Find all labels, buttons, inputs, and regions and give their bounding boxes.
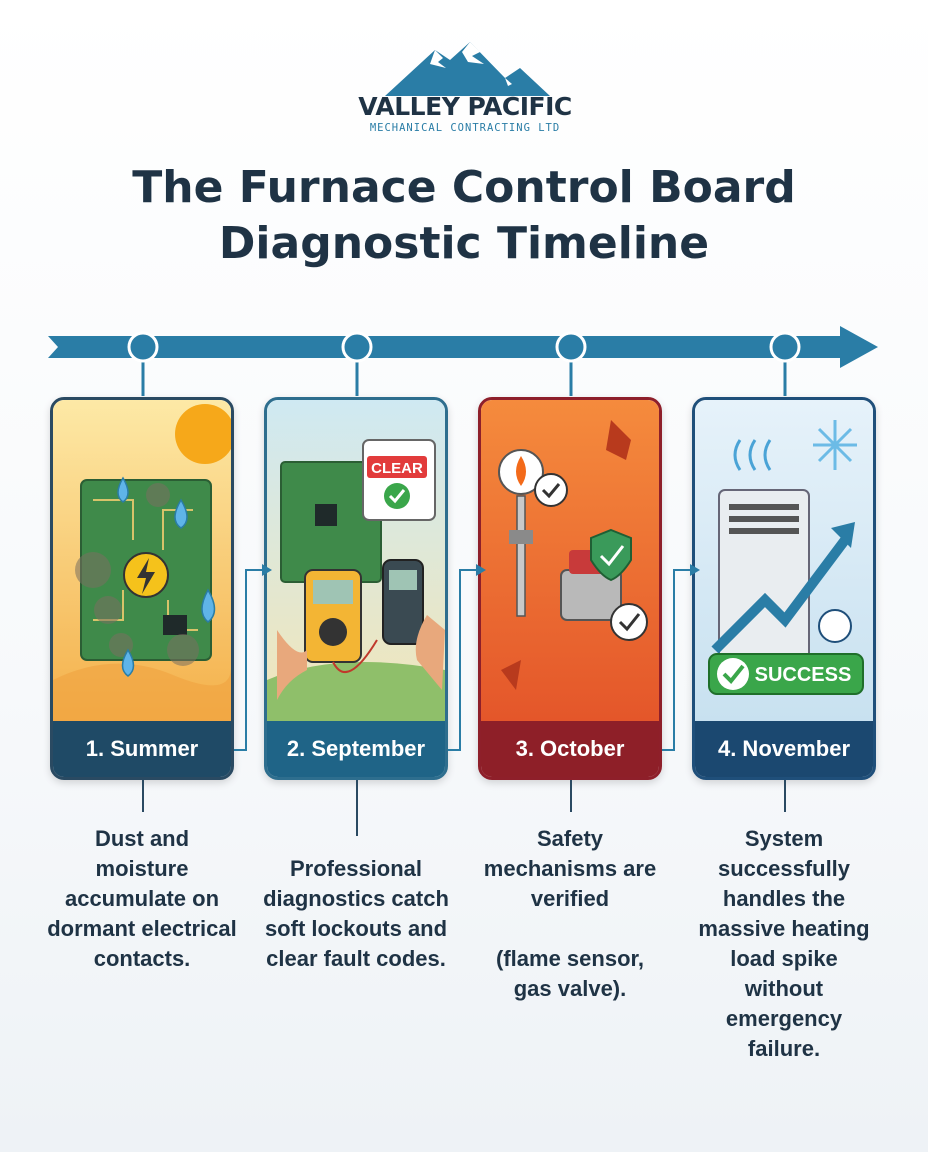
stage-label: 4. November: [695, 721, 873, 777]
stage-card-summer: 1. Summer: [50, 397, 234, 780]
company-logo: VALLEY PACIFIC MECHANICAL CONTRACTING LT…: [340, 38, 590, 138]
brand-name: VALLEY PACIFIC: [358, 92, 572, 121]
description-line-2: (flame sensor, gas valve).: [496, 946, 644, 1001]
page-title: The Furnace Control Board Diagnostic Tim…: [40, 160, 888, 272]
description-line-1: Safety mechanisms are verified: [483, 826, 657, 911]
circuit-board-dust-icon: [53, 400, 231, 722]
timeline-node-3: [555, 331, 587, 396]
stage-card-october: 3. October: [478, 397, 662, 780]
stage-description-september: Professional diagnostics catch soft lock…: [263, 856, 449, 971]
success-badge: SUCCESS: [755, 664, 852, 686]
stage-description-summer: Dust and moisture accumulate on dormant …: [47, 826, 237, 971]
mountain-icon: [385, 42, 550, 96]
stage-card-november: SUCCESS 4. November: [692, 397, 876, 780]
timeline-node-1: [127, 331, 159, 396]
stage-label: 3. October: [481, 721, 659, 777]
furnace-unit-icon: SUCCESS: [695, 400, 873, 722]
clear-badge: CLEAR: [371, 460, 423, 477]
stage-description-october: Safety mechanisms are verified (flame se…: [475, 824, 665, 1004]
stage-description-november: System successfully handles the massive …: [698, 826, 870, 1061]
stage-card-september: CLEAR 2. September: [264, 397, 448, 780]
stage-label: 2. September: [267, 721, 445, 777]
flame-sensor-icon: [481, 400, 659, 722]
multimeter-icon: CLEAR: [267, 400, 445, 722]
timeline-node-2: [341, 331, 373, 396]
timeline-node-4: [769, 331, 801, 396]
title-line-2: Diagnostic Timeline: [218, 218, 710, 269]
timeline-arrow: [48, 326, 878, 396]
stage-label: 1. Summer: [53, 721, 231, 777]
brand-subtitle: MECHANICAL CONTRACTING LTD: [369, 122, 561, 134]
title-line-1: The Furnace Control Board: [132, 162, 796, 213]
